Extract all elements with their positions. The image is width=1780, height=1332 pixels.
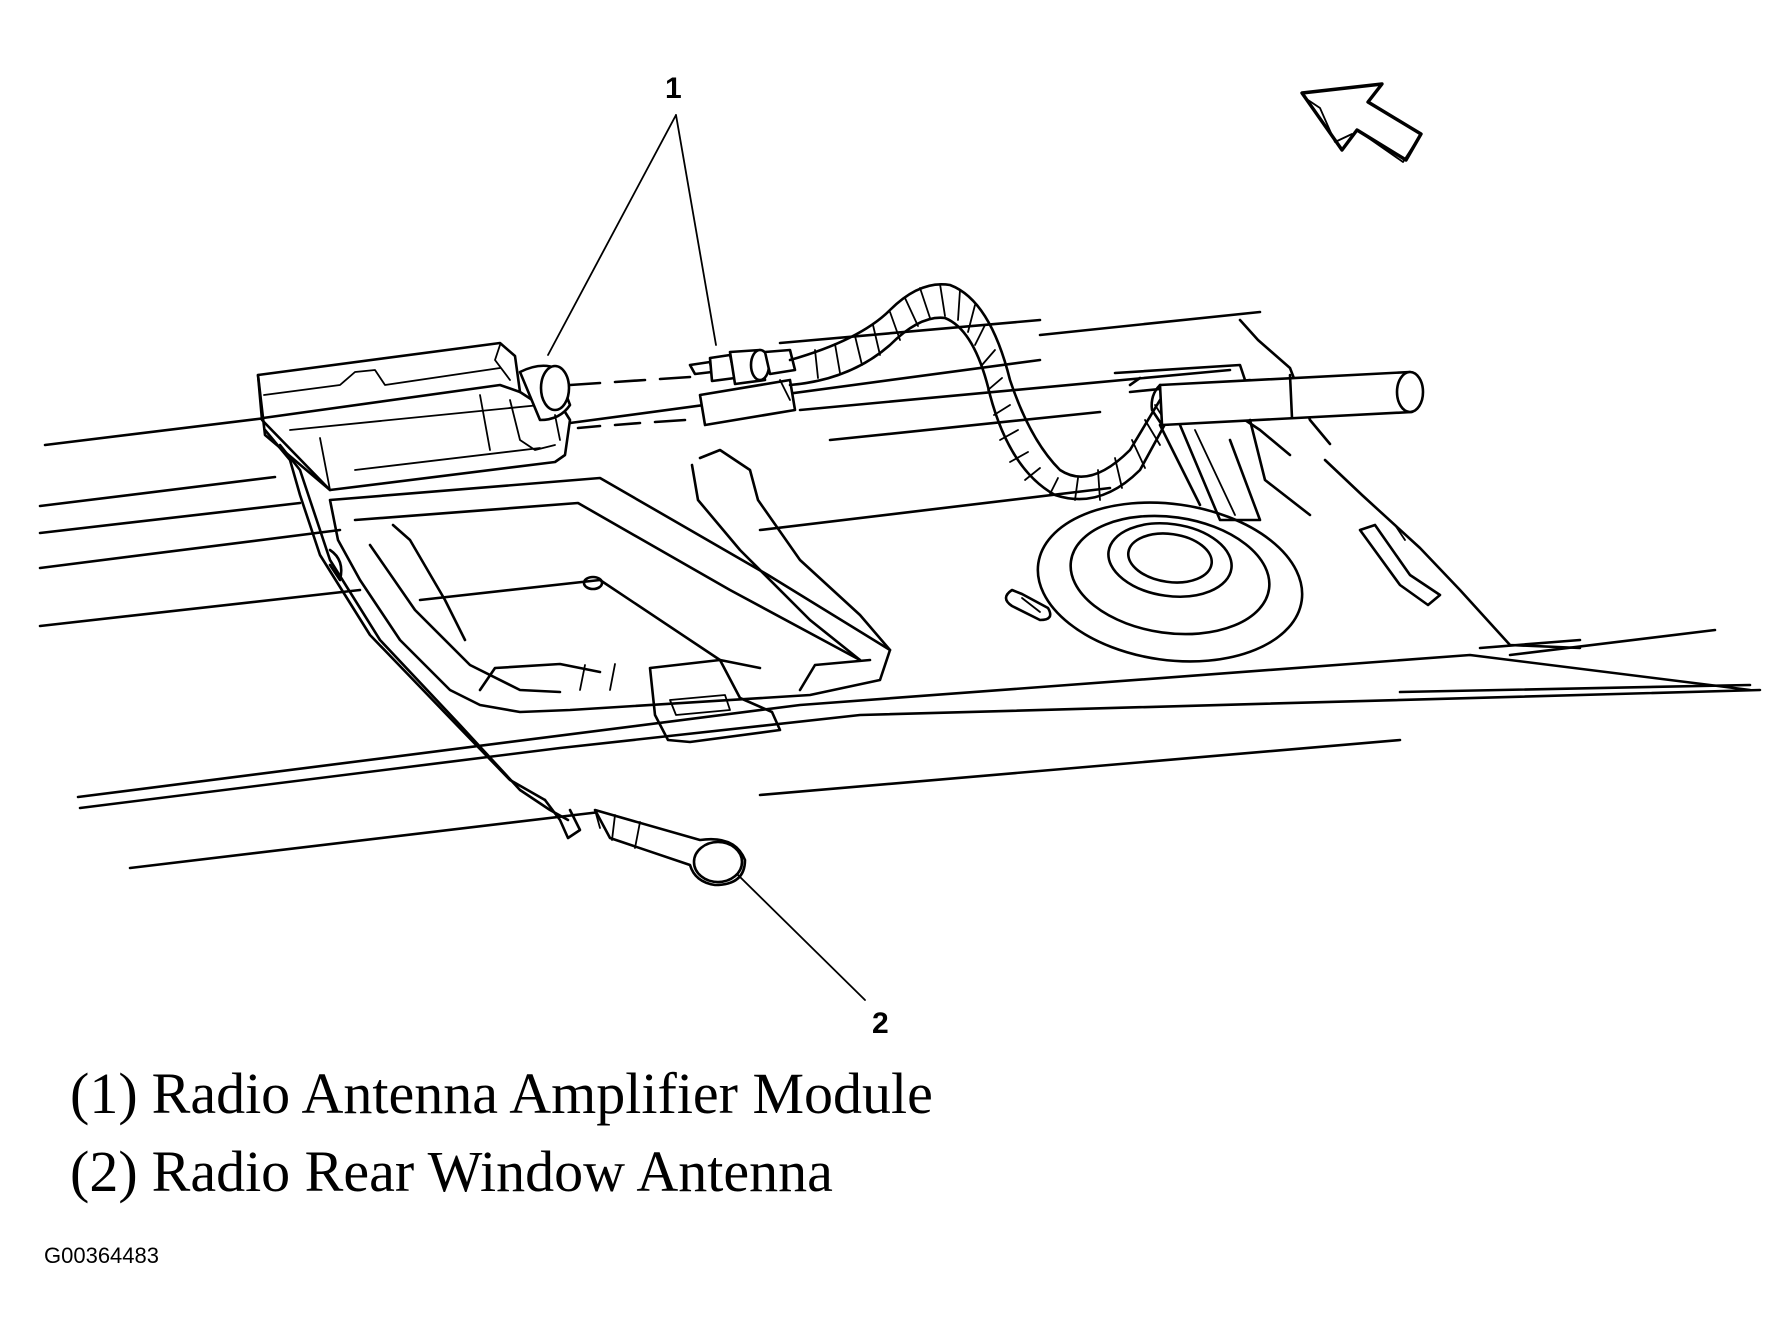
corrugated-cable — [788, 283, 1172, 501]
legend-item-1: (1)Radio Antenna Amplifier Module — [70, 1055, 947, 1133]
amplifier-module — [256, 341, 572, 492]
callout-leaders — [547, 114, 866, 1001]
bracket-tab — [582, 575, 782, 744]
cable-connector — [688, 348, 797, 427]
speaker — [1036, 501, 1304, 663]
channel-ridge — [690, 448, 892, 662]
legend-key-1: (1) — [70, 1061, 138, 1126]
mounting-pad — [328, 476, 892, 714]
callout-1-number: 1 — [665, 72, 682, 105]
legend-text-2: Radio Rear Window Antenna — [151, 1139, 833, 1204]
front-direction-arrow-icon — [1300, 82, 1423, 163]
callout-2-number: 2 — [872, 1007, 889, 1040]
legend-text-1: Radio Antenna Amplifier Module — [151, 1061, 933, 1126]
panel-lines — [38, 310, 1762, 870]
antenna-lead — [263, 428, 582, 840]
legend-item-2: (2)Radio Rear Window Antenna — [70, 1133, 947, 1211]
antenna-terminal — [593, 808, 747, 887]
conduit-tube — [1113, 363, 1425, 522]
figure-id: G00364483 — [44, 1243, 159, 1268]
panel-details — [1004, 523, 1442, 622]
connection-dashes — [568, 375, 692, 430]
legend: (1)Radio Antenna Amplifier Module (2)Rad… — [70, 1055, 947, 1211]
legend-key-2: (2) — [70, 1139, 138, 1204]
